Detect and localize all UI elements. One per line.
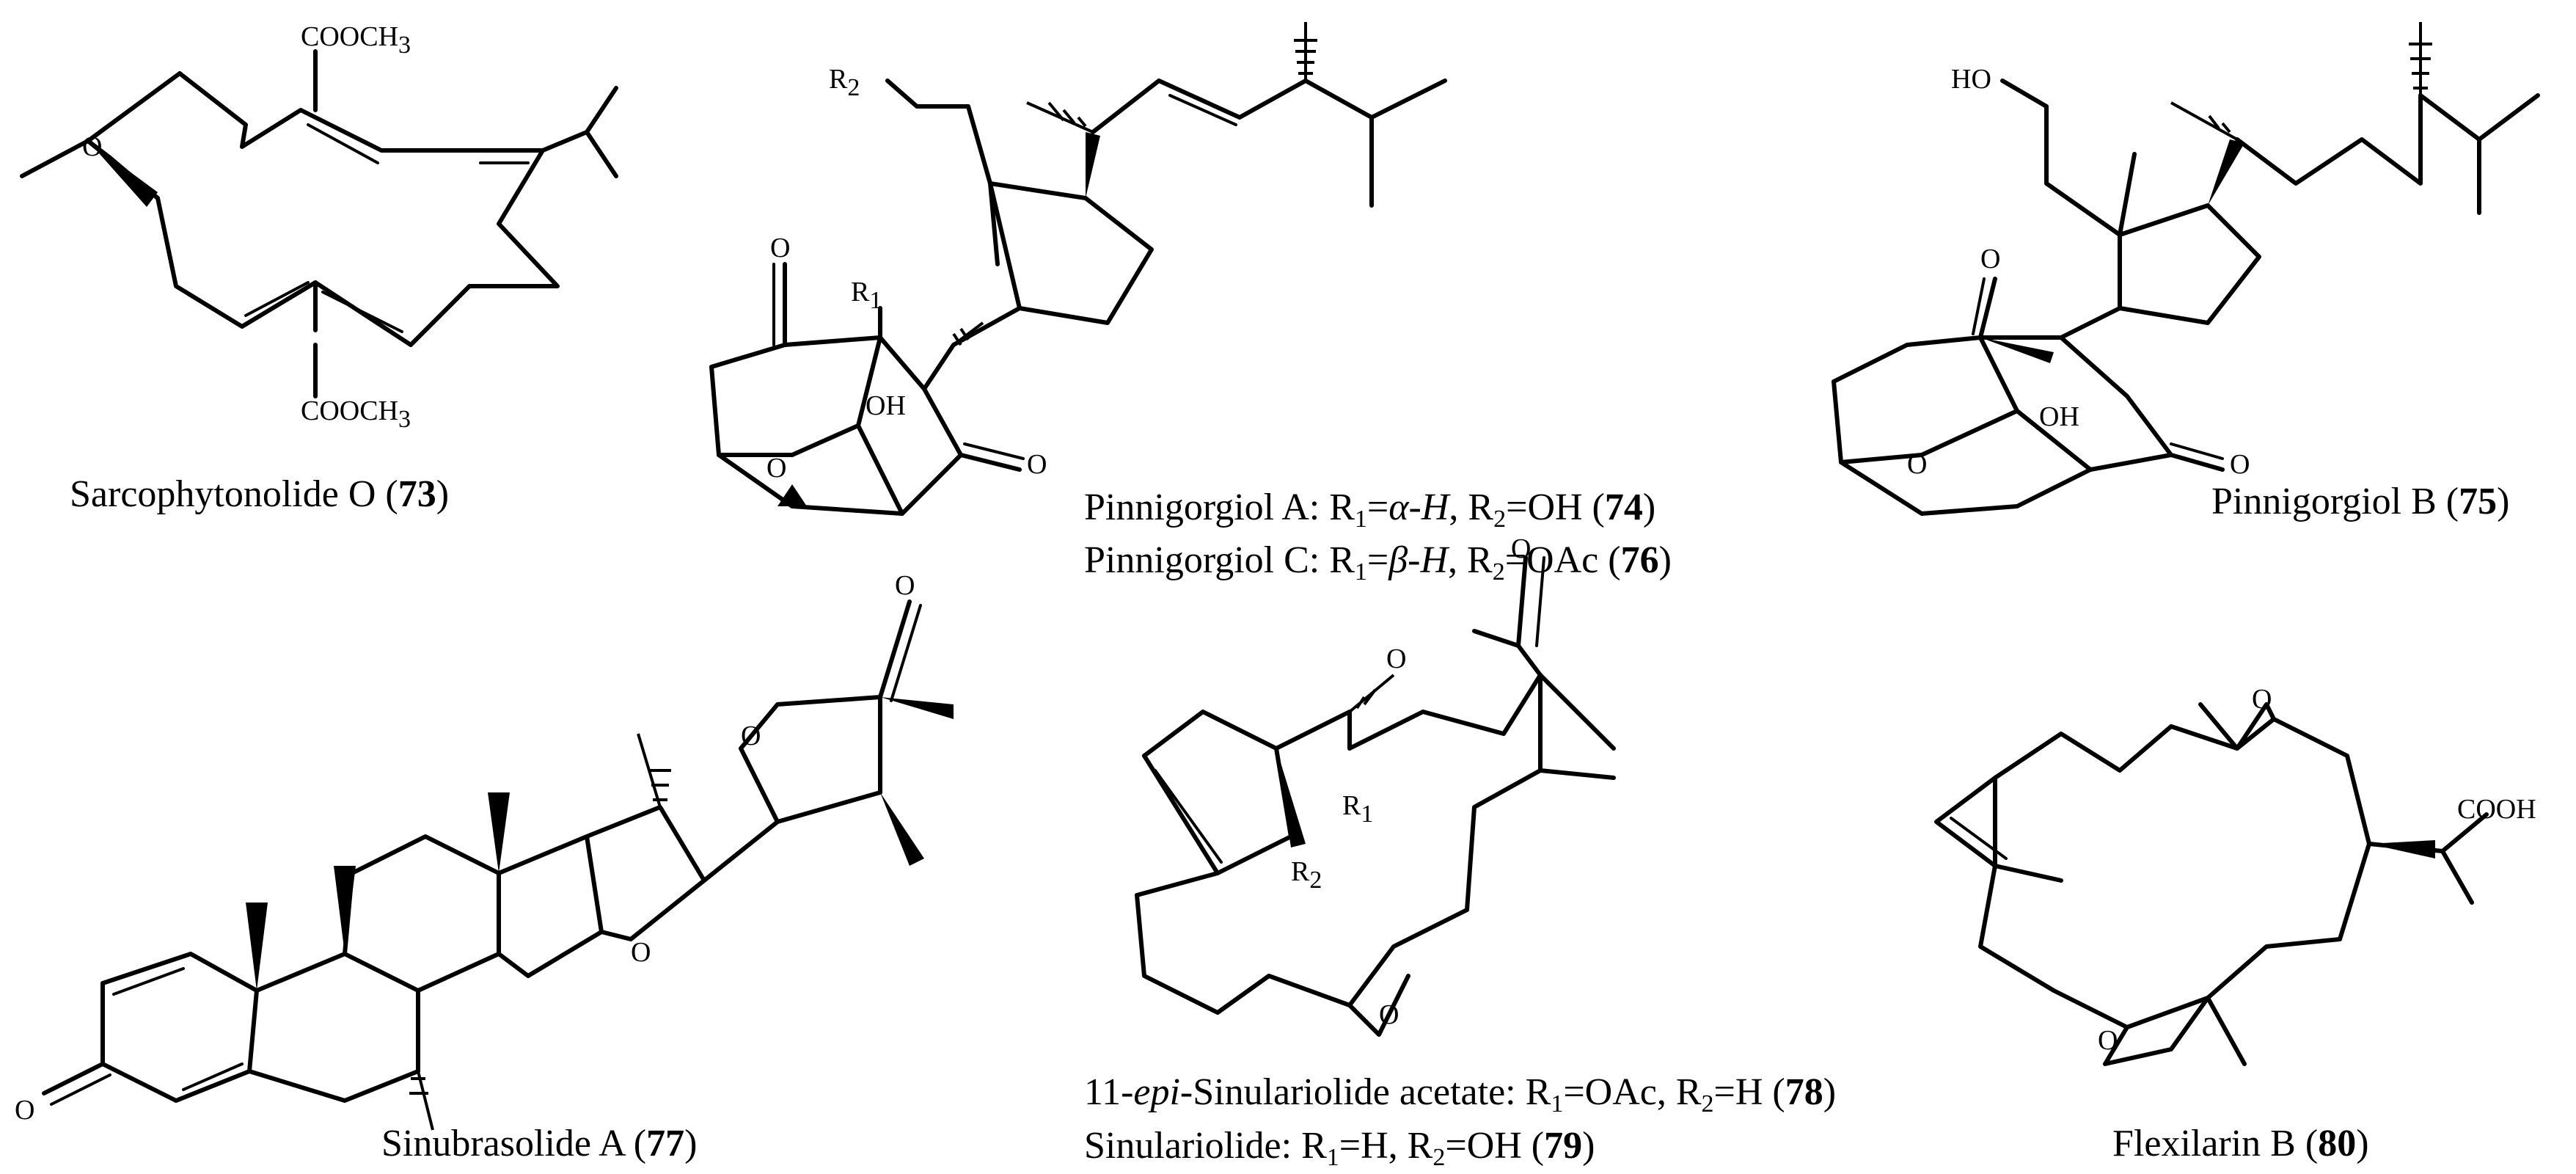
ester-label-bottom: COOCH3 (301, 395, 411, 433)
wedge-bond (1980, 338, 2054, 363)
hydroxyl: OH (866, 390, 906, 421)
structure-75: HO O O O OH Pinnigorgiol B (75) (1832, 22, 2540, 522)
ketone-oxygen: O (1980, 244, 2000, 274)
bridge-oxygen: O (1907, 449, 1927, 480)
wedge-bond (880, 697, 954, 719)
epoxide-oxygen: O (1379, 999, 1399, 1030)
wedge-bond (880, 792, 924, 866)
epoxide-oxygen: O (82, 131, 102, 162)
wedge-bond (88, 141, 158, 207)
lactone-carbonyl-oxygen: O (895, 570, 915, 601)
structure-77: O O O O Sinubrasolide A (77) (15, 570, 954, 1164)
epoxide-oxygen-top: O (2252, 684, 2272, 715)
r2-label: R2 (829, 64, 860, 101)
r1-label: R1 (1342, 790, 1373, 828)
caption-76: Pinnigorgiol C: R1=β-H, R2=OAc (76) (1084, 539, 1672, 586)
caption-77: Sinubrasolide A (77) (381, 1123, 697, 1164)
structure-80: O COOH O Flexilarin B (80) (1934, 684, 2536, 1164)
lactone-ring-oxygen: O (741, 721, 761, 751)
wedge-bond (1086, 132, 1100, 198)
carboxylic-acid-label: COOH (2457, 794, 2536, 825)
wedge-bond (777, 484, 807, 506)
ester-oxygen: O (1386, 643, 1406, 674)
ketone-oxygen-2: O (1027, 449, 1047, 480)
caption-73: Sarcophytonolide O (73) (70, 473, 449, 515)
r1-label: R1 (851, 277, 882, 314)
hydroxyl-label: HO (1951, 64, 1991, 95)
ring-oxygen: O (631, 937, 651, 968)
ester-label-top: COOCH3 (301, 21, 411, 59)
wedge-bond (2208, 139, 2244, 205)
wedge-bond (488, 792, 510, 873)
structure-73: O COOCH3 COOCH3 Sarcophytonolide O (73) (20, 21, 618, 515)
wedge-bond (246, 903, 268, 991)
caption-78: 11-epi-Sinulariolide acetate: R1=OAc, R2… (1084, 1071, 1836, 1118)
ketone-oxygen: O (770, 233, 790, 263)
bridge-oxygen: O (766, 453, 786, 484)
epoxide-oxygen-bottom: O (2098, 1025, 2118, 1056)
caption-75: Pinnigorgiol B (75) (2211, 481, 2509, 522)
ketone-oxygen-2: O (2230, 449, 2250, 480)
ketone-oxygen: O (15, 1095, 34, 1126)
caption-80: Flexilarin B (80) (2112, 1123, 2369, 1164)
carbonyl-oxygen: O (1511, 533, 1531, 564)
wedge-bond (2369, 840, 2435, 858)
hydroxyl: OH (2039, 401, 2079, 432)
caption-74: Pinnigorgiol A: R1=α-H, R2=OH (74) (1084, 486, 1655, 533)
r2-label: R2 (1291, 856, 1322, 894)
structure-74-76: R2 O O O OH R1 Pinnigorgiol A: R1=α-H, R… (709, 22, 1672, 586)
caption-79: Sinulariolide: R1=H, R2=OH (79) (1084, 1125, 1595, 1171)
structure-78-79: O O R1 R2 O 11-epi-Sinulariolide acetate… (1084, 533, 1836, 1171)
wedge-bond (334, 866, 356, 954)
wedge-bond (1276, 748, 1306, 847)
